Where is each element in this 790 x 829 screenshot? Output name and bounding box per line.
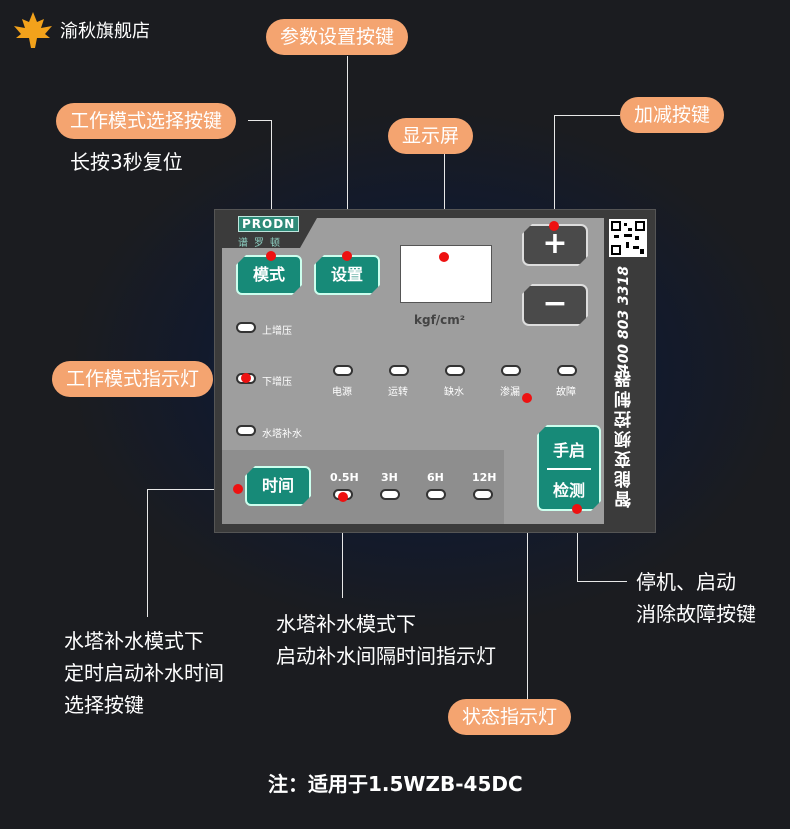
mode-led-upper	[236, 322, 256, 333]
manual-start-label: 手启	[552, 441, 585, 460]
status-led-leak	[501, 365, 521, 376]
dot-time	[233, 484, 243, 494]
dot-display	[439, 252, 449, 262]
dot-mode	[266, 251, 276, 261]
minus-button[interactable]: −	[522, 284, 588, 326]
set-button[interactable]: 设置	[314, 255, 380, 295]
connector-plus-v	[554, 115, 555, 225]
note-tower-interval-1: 水塔补水模式下	[276, 612, 416, 636]
callout-plus-minus: 加减按键	[620, 97, 725, 133]
manual-divider	[547, 468, 591, 470]
note-tower-timer-3: 选择按键	[64, 693, 144, 717]
connector-status	[527, 398, 528, 700]
status-label-fault: 故障	[556, 387, 576, 398]
time-led-12h	[473, 489, 493, 500]
dot-param	[342, 251, 352, 261]
callout-status-indicator: 状态指示灯	[448, 699, 572, 735]
status-label-power: 电源	[332, 387, 352, 398]
connector-display	[444, 154, 445, 256]
time-label-0.5h: 0.5H	[330, 471, 359, 484]
status-led-power	[333, 365, 353, 376]
dot-interval	[338, 492, 348, 502]
time-led-3h	[380, 489, 400, 500]
qr-code-icon	[609, 219, 647, 257]
logo-cn-text: 谱罗顿	[238, 238, 286, 249]
mode-label-upper: 上增压	[262, 326, 292, 337]
connector-time-v	[147, 489, 148, 617]
device-name: 智能变频控制器	[615, 368, 635, 508]
time-label-12h: 12H	[472, 471, 497, 484]
mode-label-tower: 水塔补水	[262, 429, 302, 440]
note-stop-start-2: 消除故障按键	[636, 602, 756, 626]
logo-text: PRODN	[238, 216, 300, 232]
connector-manual-h	[577, 581, 627, 582]
footer-note: 注：适用于1.5WZB-45DC	[268, 772, 523, 796]
check-label: 检测	[552, 481, 585, 500]
callout-display: 显示屏	[388, 118, 474, 154]
connector-mode-v	[271, 120, 272, 256]
status-label-leak: 渗漏	[500, 387, 520, 398]
dot-mode-led	[241, 373, 251, 383]
connector-manual-v	[577, 508, 578, 582]
store-brand: 渝秋旗舰店	[10, 10, 150, 50]
time-led-6h	[426, 489, 446, 500]
maple-leaf-icon	[14, 12, 52, 48]
service-hotline: 400 803 3318	[616, 266, 632, 374]
status-led-water-shortage	[445, 365, 465, 376]
connector-param	[347, 56, 348, 256]
callout-param-set: 参数设置按键	[266, 19, 409, 55]
mode-led-tower	[236, 425, 256, 436]
status-label-run: 运转	[388, 387, 408, 398]
status-led-fault	[557, 365, 577, 376]
status-led-run	[389, 365, 409, 376]
mode-label-lower: 下增压	[262, 377, 292, 388]
note-mode-select: 长按3秒复位	[70, 150, 183, 174]
note-tower-timer-2: 定时启动补水时间	[64, 661, 224, 685]
mode-button[interactable]: 模式	[236, 255, 302, 295]
connector-time-h	[147, 489, 237, 490]
dot-manual	[572, 504, 582, 514]
status-label-water-shortage: 缺水	[444, 387, 464, 398]
connector-plus-h	[554, 115, 620, 116]
device-name-vertical: 智能变频控制器 400 803 3318	[604, 260, 654, 510]
plus-button[interactable]: +	[522, 224, 588, 266]
time-button[interactable]: 时间	[245, 466, 311, 506]
manual-start-check-button[interactable]: 手启 检测	[537, 425, 601, 511]
callout-mode-select: 工作模式选择按键	[56, 103, 237, 139]
time-label-6h: 6H	[427, 471, 444, 484]
connector-mode-h	[248, 120, 272, 121]
note-stop-start-1: 停机、启动	[636, 570, 736, 594]
time-label-3h: 3H	[381, 471, 398, 484]
connector-interval	[342, 498, 343, 598]
store-name: 渝秋旗舰店	[60, 21, 150, 42]
callout-mode-indicator: 工作模式指示灯	[52, 361, 214, 397]
dot-status	[522, 393, 532, 403]
note-tower-timer-1: 水塔补水模式下	[64, 629, 204, 653]
note-tower-interval-2: 启动补水间隔时间指示灯	[276, 644, 496, 668]
panel-logo: PRODN 谱罗顿	[238, 216, 300, 249]
display-unit: kgf/cm²	[414, 313, 466, 327]
dot-plus	[549, 221, 559, 231]
